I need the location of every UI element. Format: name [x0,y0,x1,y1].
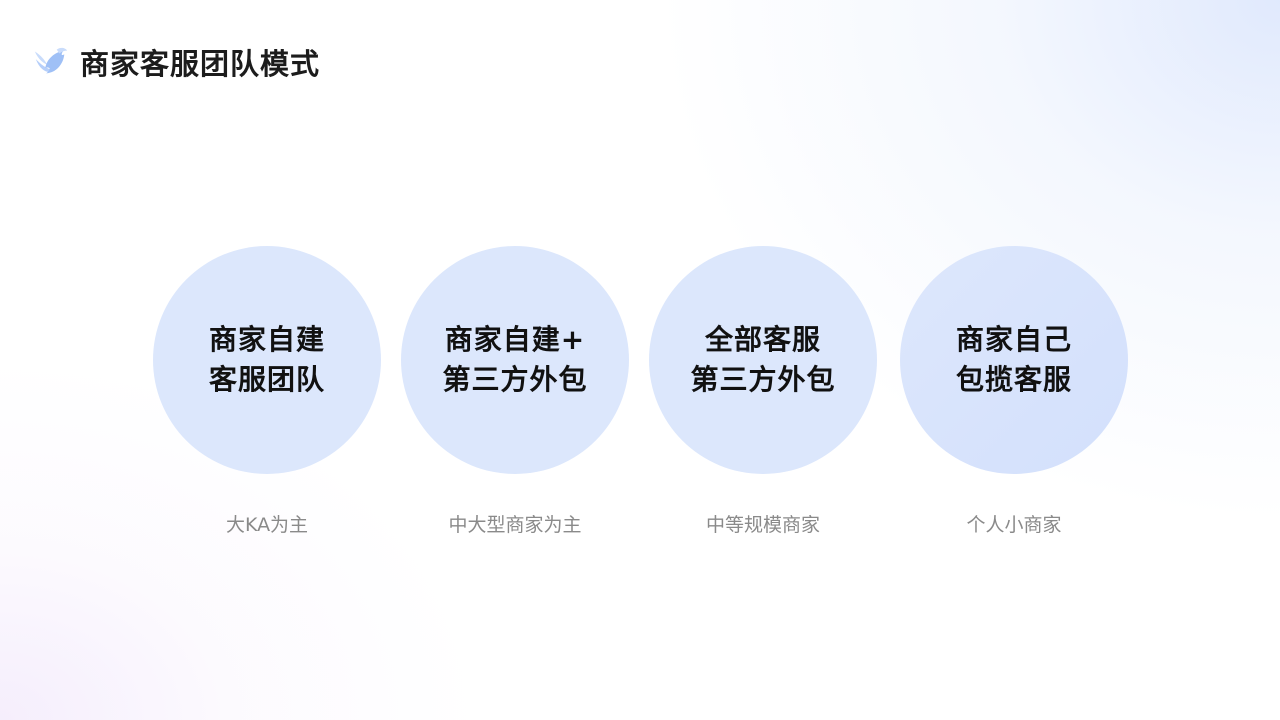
page-title: 商家客服团队模式 [80,47,321,81]
header: 商家客服团队模式 [32,42,320,82]
bird-logo-icon [34,47,68,74]
mode-caption-3: 中等规模商家 [705,514,820,536]
mode-circle-line: 商家自己 [955,323,1072,356]
mode-circle-2: 商家自建+ 第三方外包 [401,246,629,474]
mode-circle-line: 第三方外包 [442,363,588,396]
mode-circle-line: 包揽客服 [955,363,1072,396]
mode-caption-4: 个人小商家 [966,514,1062,536]
mode-circle-line: 商家自建+ [444,323,586,356]
mode-caption-2: 中大型商家为主 [448,514,582,536]
mode-circle-line: 全部客服 [704,323,821,356]
mode-circle-1: 商家自建 客服团队 [153,246,381,474]
mode-circle-line: 商家自建 [208,323,325,356]
mode-circle-line: 第三方外包 [690,363,836,396]
mode-circle-4: 商家自己 包揽客服 [900,246,1128,474]
mode-circle-line: 客服团队 [208,363,325,396]
mode-circle-3: 全部客服 第三方外包 [649,246,877,474]
mode-caption-1: 大KA为主 [225,514,309,536]
